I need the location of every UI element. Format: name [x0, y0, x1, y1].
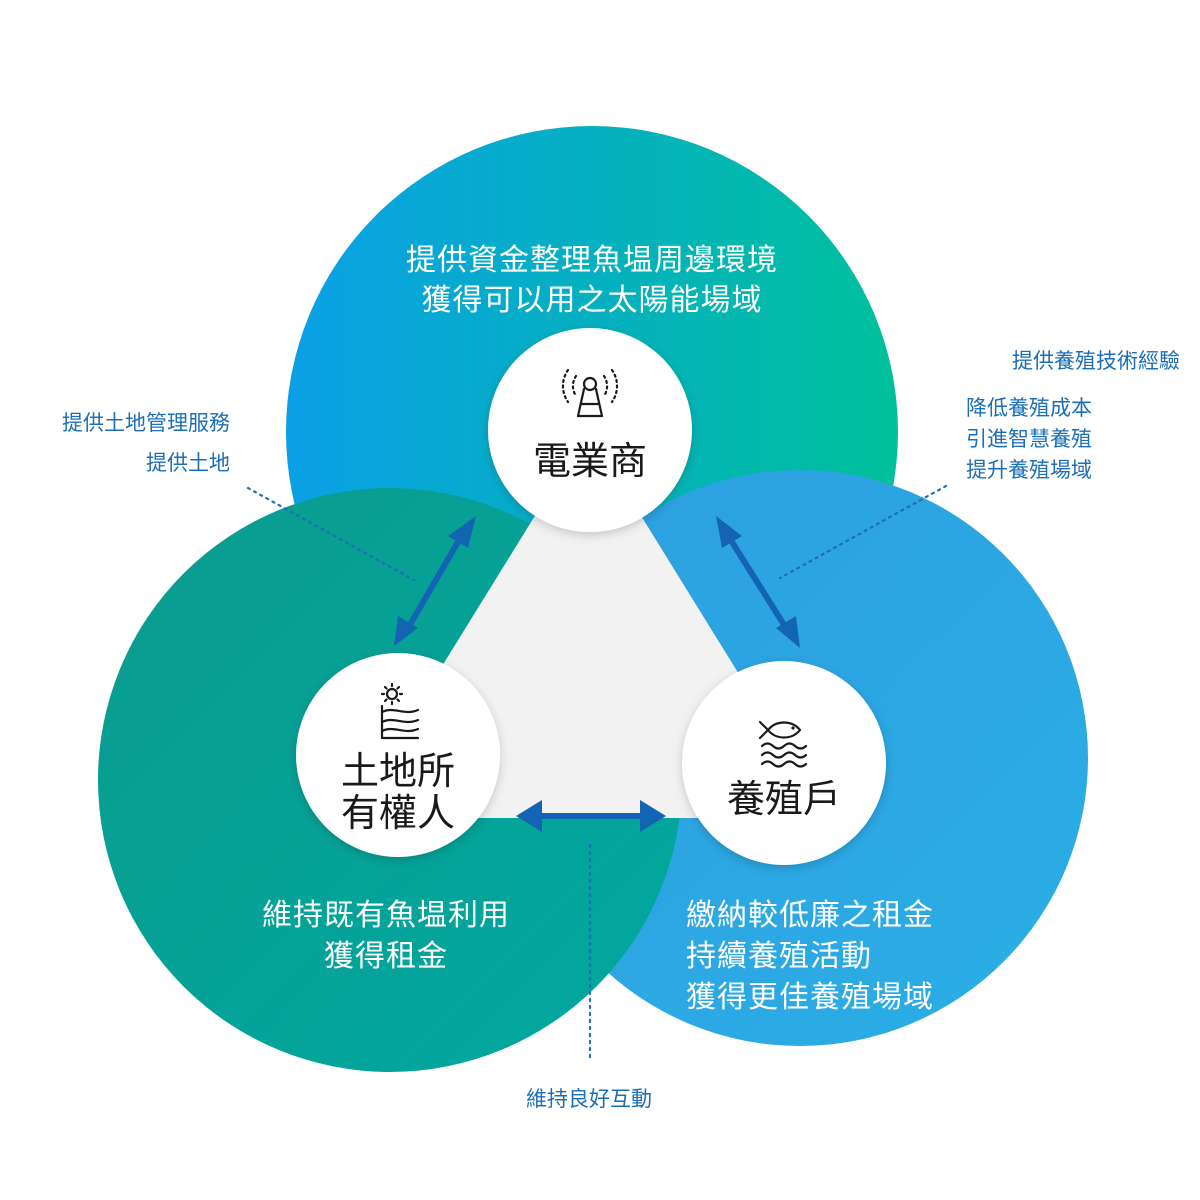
fish-farmer-label: 養殖戶 — [727, 777, 841, 821]
left-circle-text-2: 獲得租金 — [324, 939, 448, 974]
sun-land-icon — [380, 682, 420, 740]
land-owner-node: 土地所 有權人 — [296, 653, 500, 857]
right-circle-text-1: 繳納較低廉之租金 — [686, 898, 934, 933]
power-company-node: 電業商 — [488, 328, 692, 532]
tower-icon — [561, 368, 619, 418]
land-owner-label-1: 土地所 — [341, 749, 455, 793]
fish-water-icon — [758, 720, 808, 768]
arrow-power-farmer — [716, 516, 800, 648]
arrow-power-land — [394, 516, 476, 646]
power-company-label: 電業商 — [533, 439, 647, 483]
arrow-land-farmer — [516, 800, 666, 832]
right-note-3: 提升養殖場域 — [966, 458, 1092, 482]
right-circle-text-2: 持續養殖活動 — [686, 939, 872, 974]
top-circle-text-2: 獲得可以用之太陽能場域 — [422, 283, 763, 318]
right-note-2: 引進智慧養殖 — [966, 427, 1092, 451]
right-circle-text-3: 獲得更佳養殖場域 — [686, 980, 934, 1015]
top-circle-text-1: 提供資金整理魚塭周邊環境 — [406, 243, 778, 278]
left-note-2: 提供土地 — [146, 451, 230, 475]
fish-farmer-node: 養殖戶 — [682, 661, 886, 865]
left-circle-text-1: 維持既有魚塭利用 — [262, 898, 510, 933]
left-note-1: 提供土地管理服務 — [62, 411, 230, 435]
right-top-note: 提供養殖技術經驗 — [1012, 349, 1180, 373]
land-owner-label-2: 有權人 — [341, 791, 455, 835]
bottom-note: 維持良好互動 — [526, 1087, 652, 1111]
right-note-1: 降低養殖成本 — [966, 396, 1092, 420]
